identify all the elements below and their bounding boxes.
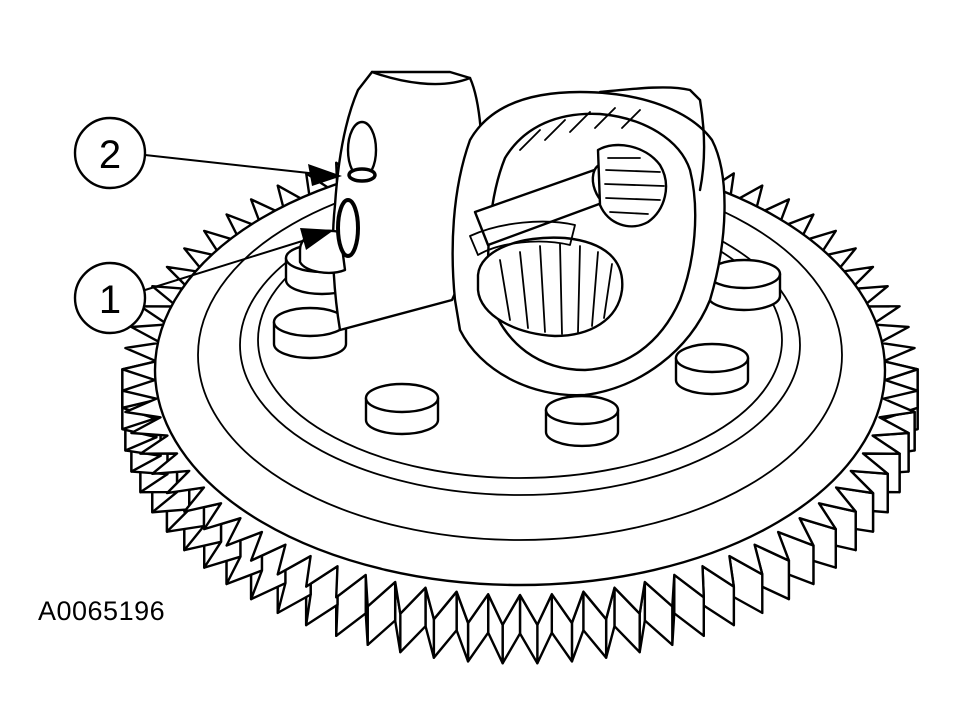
callout-label-2: 2 — [99, 133, 121, 177]
bolt-boss — [674, 342, 750, 396]
callout-2: 2 — [73, 116, 342, 190]
side-gear — [469, 220, 624, 338]
callout-label-1: 1 — [99, 278, 121, 322]
bolt-boss — [364, 382, 440, 436]
bolt-boss — [544, 394, 620, 448]
bolt-boss — [272, 306, 348, 360]
bolt-boss — [706, 258, 782, 312]
o-ring-parts — [336, 167, 377, 258]
pinion-gear — [519, 107, 668, 228]
figure-id-label: A0065196 — [38, 596, 166, 626]
o-ring-large — [336, 198, 360, 258]
differential-case — [298, 70, 726, 397]
o-ring-small — [347, 167, 377, 183]
callout-1: 1 — [73, 228, 334, 335]
arrowhead-1 — [300, 228, 334, 250]
arrowhead-2 — [308, 164, 342, 186]
